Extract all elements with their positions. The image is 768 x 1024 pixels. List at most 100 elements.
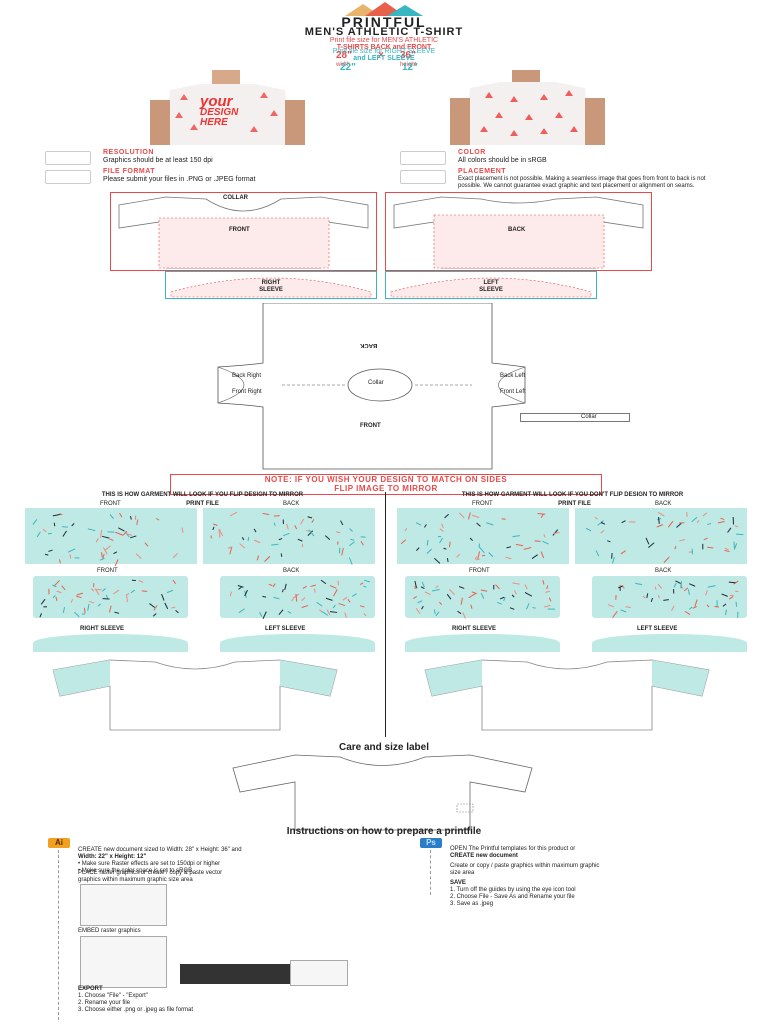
color-text: All colors should be in sRGB xyxy=(458,157,547,164)
flip-front-header: FRONT xyxy=(100,501,121,507)
no-flip-caption: THIS IS HOW GARMENT WILL LOOK IF YOU DON… xyxy=(461,492,684,498)
right-sleeve-label: RIGHT SLEEVE xyxy=(259,280,283,293)
resolution-title: RESOLUTION xyxy=(103,149,154,156)
noflip-back-garment xyxy=(592,576,747,618)
noflip-front-header: FRONT xyxy=(472,501,493,507)
ai-step-export: EXPORT xyxy=(78,986,103,992)
ai-steps-place: PLACE raster graphics or create / copy &… xyxy=(78,870,408,884)
ai-timeline xyxy=(58,850,60,1020)
flat-pattern: BACK FRONT Collar Back Right Front Right… xyxy=(210,302,530,471)
flat-collar-label: Collar xyxy=(368,380,384,386)
front-template: COLLAR FRONT xyxy=(110,192,377,271)
instructions-title: Instructions on how to prepare a printfi… xyxy=(286,826,482,837)
flip-right-sleeve-label: RIGHT SLEEVE xyxy=(80,626,125,632)
front-template-label: FRONT xyxy=(229,227,250,233)
back-shirt-outline xyxy=(393,196,644,269)
note-line2: FLIP IMAGE TO MIRROR xyxy=(334,484,438,493)
ps-save-1: 1. Turn off the guides by using the eye … xyxy=(450,887,576,893)
ps-timeline xyxy=(430,850,432,895)
file-format-title: FILE FORMAT xyxy=(103,168,156,175)
front-model-image xyxy=(150,70,305,145)
ai-place-screenshot xyxy=(80,884,167,926)
flip-front-print xyxy=(25,508,197,564)
ai-step-embed: EMBED raster graphics xyxy=(78,928,141,934)
ai-step-4: • Make sure the color space is set to sR… xyxy=(78,868,193,874)
back-mockup xyxy=(440,70,615,145)
photoshop-icon: Ps xyxy=(420,838,442,848)
sleeve-width: 22" xyxy=(340,62,356,73)
ps-save-3: 3. Save as .jpeg xyxy=(450,901,494,907)
left-sleeve-template: LEFT SLEEVE xyxy=(385,271,597,299)
flip-back-header: BACK xyxy=(283,501,300,507)
flat-back-label: BACK xyxy=(360,342,378,348)
ps-step-1: OPEN The Printful templates for this pro… xyxy=(450,846,576,852)
flat-back-right: Back Right xyxy=(232,373,262,379)
no-flip-comparison: PRINT FILE FRONT BACK FRONT BACK RIGHT S… xyxy=(397,498,752,738)
height-label: height xyxy=(400,62,417,68)
ai-steps-export: EXPORT 1. Choose "File" - "Export" 2. Re… xyxy=(78,986,408,1014)
ps-step-save: SAVE xyxy=(450,880,466,886)
left-sleeve-label: LEFT SLEEVE xyxy=(479,280,503,293)
product-title: MEN'S ATHLETIC T-SHIRT xyxy=(304,26,464,38)
back-template-label: BACK xyxy=(508,227,526,233)
flip-back-garment xyxy=(220,576,375,618)
sleeve-size-line1: Print file size for RIGHT SLEEVE xyxy=(332,48,436,55)
flip-caption: THIS IS HOW GARMENT WILL LOOK IF YOU FLI… xyxy=(101,492,304,498)
printful-logo xyxy=(325,2,445,16)
flat-pattern-outline xyxy=(217,302,526,470)
care-label-tshirt xyxy=(232,754,533,831)
requirement-placement: PLACEMENT Exact placement is not possibl… xyxy=(400,168,730,194)
ai-export-3: 3. Choose either .png or .jpeg as file f… xyxy=(78,1007,194,1013)
ai-steps-create: CREATE new document sized to Width: 28" … xyxy=(78,847,408,875)
ps-save-2: 2. Choose File - Save As and Rename your… xyxy=(450,894,575,900)
flip-front-garment xyxy=(33,576,188,618)
placement-icon xyxy=(400,170,446,184)
noflip-right-sleeve-label: RIGHT SLEEVE xyxy=(452,626,497,632)
left-sleeve-outline xyxy=(390,277,592,298)
ai-step-5: PLACE raster graphics or create / copy &… xyxy=(78,870,223,876)
design-word-1: your xyxy=(200,93,233,110)
noflip-front-garment xyxy=(405,576,560,618)
flip-tshirt-preview xyxy=(52,659,338,731)
ai-step-3: • Make sure Raster effects are set to 15… xyxy=(78,861,221,867)
mirror-note: NOTE: IF YOU WISH YOUR DESIGN TO MATCH O… xyxy=(170,474,602,495)
flat-back-left: Back Left xyxy=(500,373,526,379)
requirement-resolution: RESOLUTION Graphics should be at least 1… xyxy=(45,149,385,165)
noflip-right-sleeve xyxy=(405,634,560,652)
front-collar-label: COLLAR xyxy=(223,195,248,201)
sleeve-height: 12" xyxy=(402,62,418,73)
back-model-image xyxy=(450,70,605,145)
ai-step-1: CREATE new document sized to Width: 28" … xyxy=(78,847,242,853)
note-line1: NOTE: IF YOU WISH YOUR DESIGN TO MATCH O… xyxy=(264,475,508,484)
front-shirt-outline xyxy=(118,196,369,269)
ai-export-2: 2. Rename your file xyxy=(78,1000,131,1006)
flip-left-sleeve-label: LEFT SLEEVE xyxy=(265,626,306,632)
noflip-front-label: FRONT xyxy=(469,568,490,574)
flip-back-label: BACK xyxy=(283,568,300,574)
noflip-left-sleeve xyxy=(592,634,747,652)
care-label-title: Care and size label xyxy=(338,742,430,753)
logo-mark-icon xyxy=(345,2,423,16)
color-icon xyxy=(400,151,446,165)
requirement-color: COLOR All colors should be in sRGB xyxy=(400,149,730,165)
front-back-size-line1: Print file size for MEN'S ATHLETIC xyxy=(329,37,439,44)
ai-step-6: graphics within maximum graphic size are… xyxy=(78,877,193,883)
flip-right-sleeve xyxy=(33,634,188,652)
ps-step-3: Create or copy / paste graphics within m… xyxy=(450,863,600,869)
placement-text: Exact placement is not possible. Making … xyxy=(458,176,706,189)
flip-front-label: FRONT xyxy=(97,568,118,574)
sleeve-size-line2: and LEFT SLEEVE xyxy=(353,55,415,62)
size-width: 28" xyxy=(336,50,352,61)
requirement-file-format: FILE FORMAT Please submit your files in … xyxy=(45,168,385,184)
noflip-front-print xyxy=(397,508,569,564)
noflip-back-header: BACK xyxy=(655,501,672,507)
flat-front-label: FRONT xyxy=(360,423,381,429)
right-sleeve-template: RIGHT SLEEVE xyxy=(165,271,377,299)
file-format-text: Please submit your files in .PNG or .JPE… xyxy=(103,176,256,183)
flip-left-sleeve xyxy=(220,634,375,652)
right-sleeve-outline xyxy=(170,277,372,298)
size-times: × xyxy=(378,50,384,61)
design-word-3: HERE xyxy=(200,117,228,128)
flat-legend: Collar xyxy=(520,413,630,422)
illustrator-icon: Ai xyxy=(48,838,70,848)
